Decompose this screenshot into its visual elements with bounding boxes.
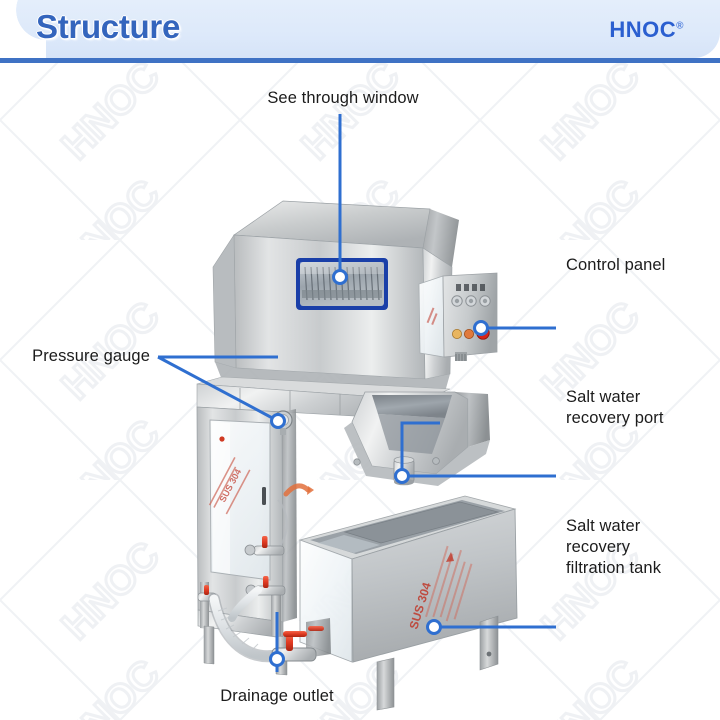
callout-label-salt-water-recovery-port: Salt water recovery port: [566, 388, 664, 428]
callout-label-salt-water-recovery-filtration-tank: Salt water recovery filtration tank: [566, 517, 662, 578]
marker-recovery-port: [394, 468, 410, 484]
marker-drainage-outlet: [269, 651, 285, 667]
callout-label-drainage-outlet: Drainage outlet: [220, 687, 334, 705]
marker-control-panel: [473, 320, 489, 336]
marker-see-through-window: [332, 269, 348, 285]
callout-markers: [269, 269, 489, 667]
leader-recovery-port-elbow: [400, 421, 440, 476]
callout-label-control-panel: Control panel: [566, 256, 666, 274]
leader-pressure-gauge-stub: [157, 355, 279, 423]
marker-pressure-gauge: [270, 413, 286, 429]
marker-filtration-tank: [426, 619, 442, 635]
callout-label-see-through-window: See through window: [267, 89, 419, 107]
callout-label-pressure-gauge: Pressure gauge: [32, 347, 150, 365]
